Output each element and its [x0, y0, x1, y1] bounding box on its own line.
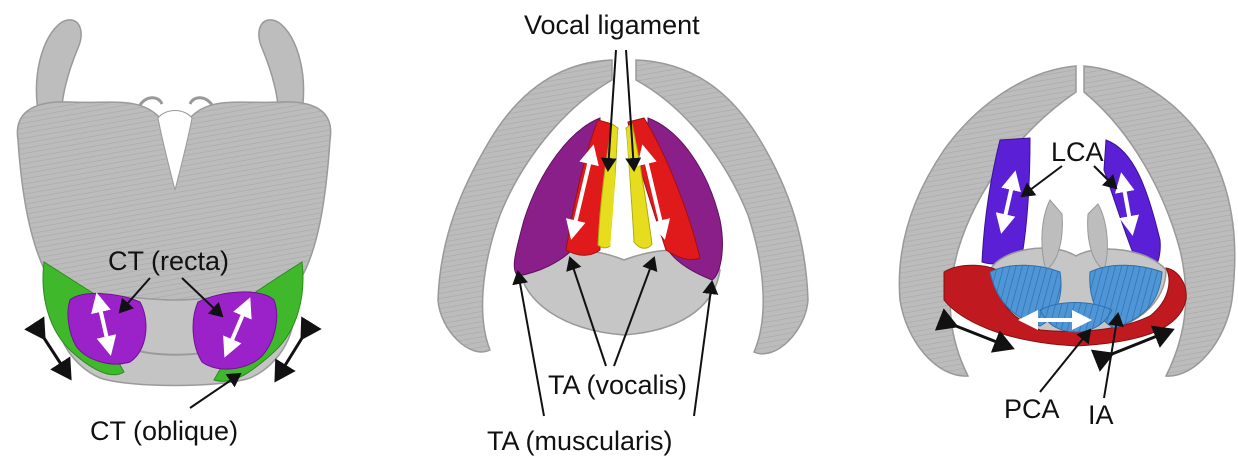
panel-superior-view-arytenoid	[899, 66, 1234, 398]
label-ta-muscularis: TA (muscularis)	[487, 428, 673, 455]
panel-anterior-view	[17, 20, 330, 408]
label-ct-oblique: CT (oblique)	[90, 418, 238, 445]
label-vocal-ligament: Vocal ligament	[524, 12, 700, 39]
label-lca: LCA	[1051, 139, 1104, 166]
label-ia: IA	[1088, 402, 1114, 429]
panel-superior-view-ta	[438, 50, 808, 416]
label-ct-recta: CT (recta)	[108, 248, 229, 275]
epiglottis-tip	[140, 98, 212, 105]
label-pca: PCA	[1004, 396, 1060, 423]
label-ta-vocalis: TA (vocalis)	[548, 372, 687, 399]
